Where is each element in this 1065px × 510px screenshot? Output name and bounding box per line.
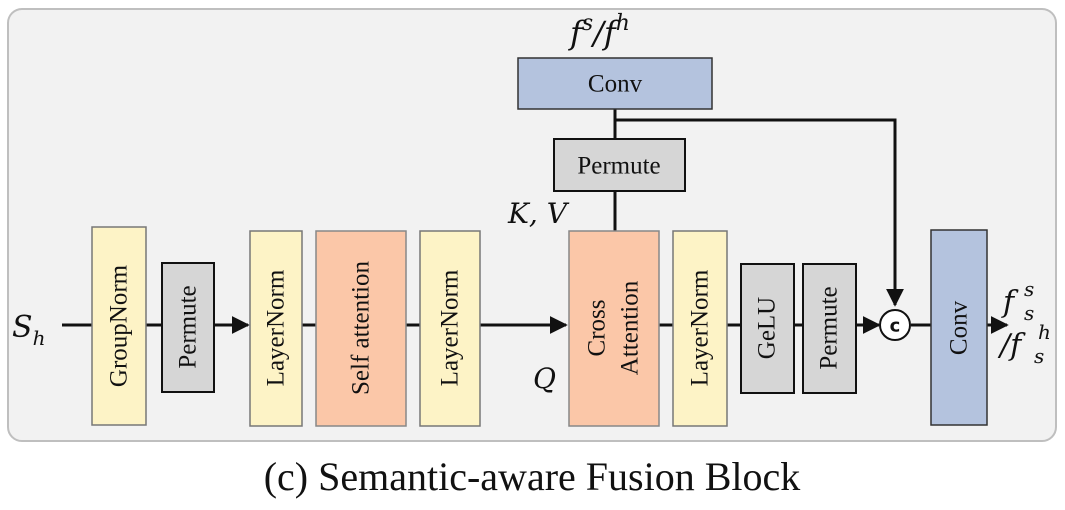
layernorm1-block: LayerNorm (249, 230, 303, 427)
layernorm3-label: LayerNorm (687, 269, 714, 386)
gelu-block: GeLU (740, 263, 795, 394)
connections (62, 109, 1009, 334)
output-label-line1-sub: s (1024, 301, 1034, 325)
layernorm2-block: LayerNorm (419, 230, 481, 427)
gelu-label: GeLU (754, 297, 781, 359)
permute-top-block: Permute (553, 138, 686, 192)
conv-out-label: Conv (946, 300, 973, 355)
cross-attention-label-line1: Cross (584, 300, 611, 357)
conv-top-label: Conv (588, 71, 643, 98)
figure-caption: (c) Semantic-aware Fusion Block (264, 454, 801, 499)
cross-attention-block: Cross Attention (568, 230, 660, 427)
conv-top-block: Conv (517, 57, 713, 110)
q-label: Q (533, 362, 556, 395)
layernorm2-label: LayerNorm (437, 269, 464, 386)
input-label: Sh (12, 310, 45, 350)
groupnorm-block: GroupNorm (91, 226, 147, 426)
permute1-block: Permute (161, 262, 215, 393)
self-attention-block: Self attention (315, 230, 407, 427)
output-label-line2-sup: h (1038, 320, 1051, 344)
conv-out-block: Conv (930, 229, 988, 426)
concat-node: c (879, 309, 911, 341)
self-attention-label: Self attention (348, 261, 375, 395)
groupnorm-label: GroupNorm (106, 264, 133, 387)
skip-to-concat (615, 118, 904, 307)
layernorm1-label: LayerNorm (263, 269, 290, 386)
cross-attention-label-line2: Attention (617, 280, 644, 375)
permute2-label: Permute (816, 286, 843, 369)
concat-label: c (890, 316, 901, 337)
output-label-line1-sup: s (1024, 277, 1034, 301)
permute-top-label: Permute (577, 153, 660, 180)
permute2-block: Permute (802, 263, 857, 394)
permute1-label: Permute (175, 285, 202, 368)
kv-label: K, V (507, 197, 570, 230)
output-label-line2-sub: s (1034, 344, 1044, 368)
layernorm3-block: LayerNorm (672, 230, 728, 427)
